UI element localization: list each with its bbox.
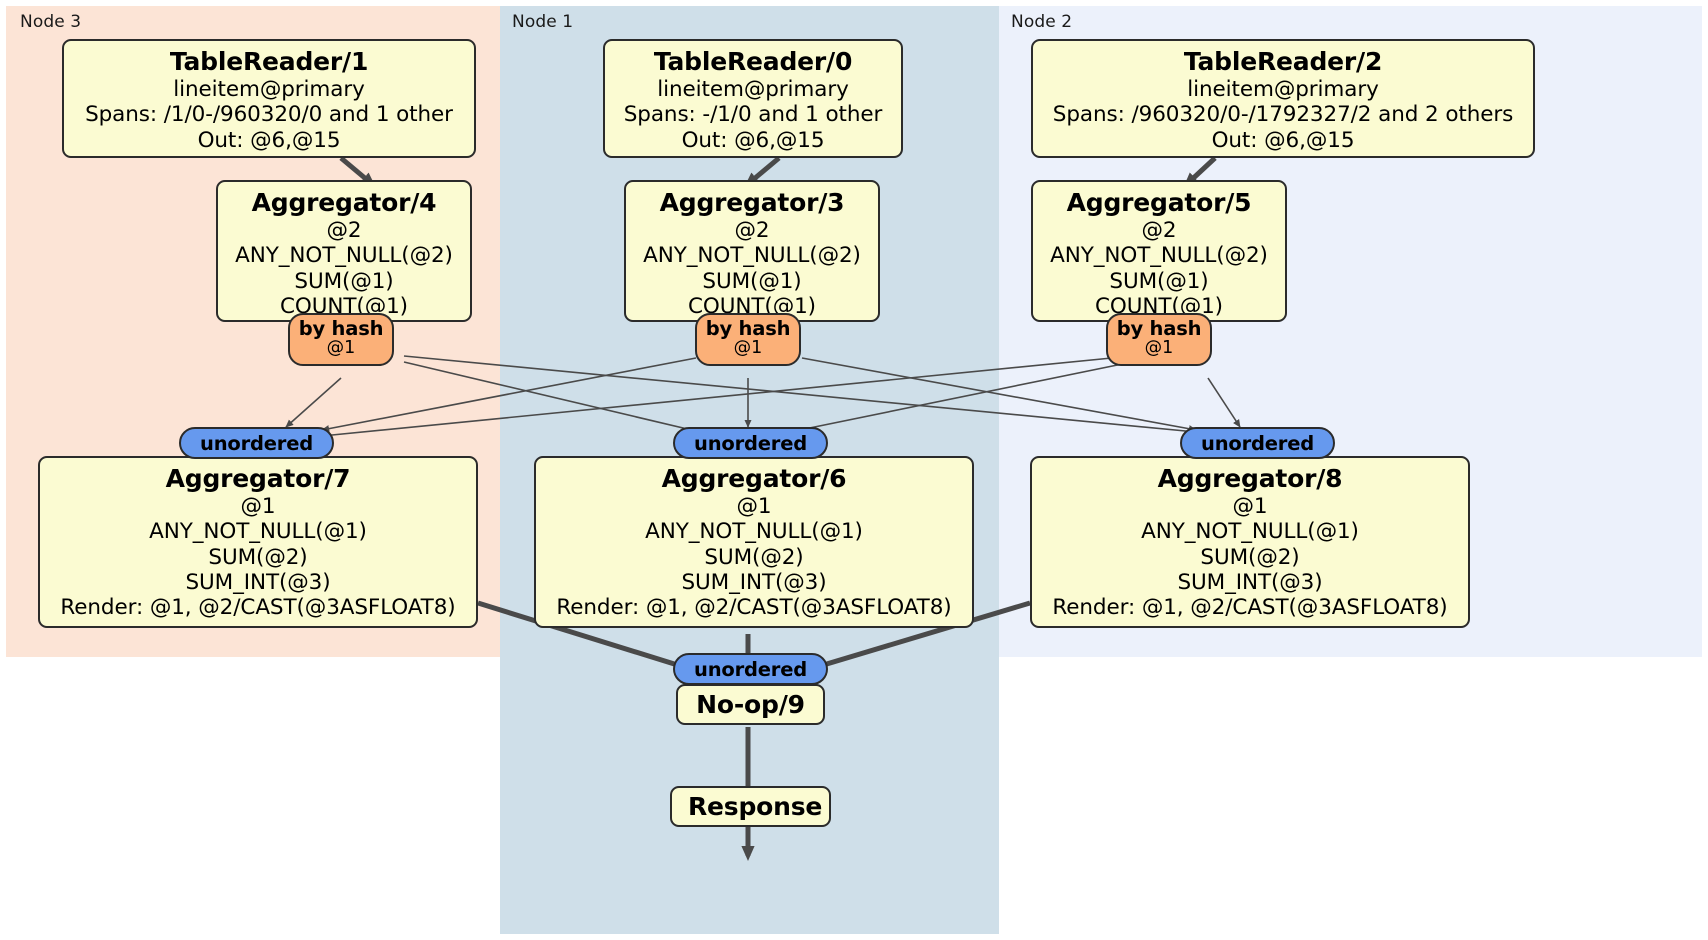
processor-render-line: Render: @1, @2/CAST(@3ASFLOAT8) xyxy=(60,594,456,620)
synchronizer-badge-unordered-final[interactable]: unordered xyxy=(673,653,828,685)
processor-noop-9[interactable]: No-op/9 xyxy=(676,684,825,725)
processor-table-reader-0[interactable]: TableReader/0 lineitem@primary Spans: -/… xyxy=(603,39,903,158)
router-badge-label: by hash xyxy=(1116,317,1202,340)
router-badge-column: @1 xyxy=(1144,338,1174,359)
processor-response[interactable]: Response xyxy=(670,786,831,827)
processor-detail-line: ANY_NOT_NULL(@2) xyxy=(643,243,861,269)
synchronizer-badge-unordered-center[interactable]: unordered xyxy=(673,427,828,459)
processor-title: Aggregator/4 xyxy=(251,188,437,217)
synchronizer-badge-unordered-left[interactable]: unordered xyxy=(179,427,334,459)
processor-detail-line: ANY_NOT_NULL(@2) xyxy=(235,243,453,269)
processor-title: Aggregator/6 xyxy=(661,464,847,493)
processor-detail-line: SUM_INT(@3) xyxy=(681,569,827,595)
processor-detail-line: Out: @6,@15 xyxy=(1211,127,1355,153)
synchronizer-badge-label: unordered xyxy=(694,658,807,681)
processor-detail-line: @1 xyxy=(240,494,276,520)
processor-detail-line: lineitem@primary xyxy=(173,77,365,103)
processor-detail-line: Spans: /960320/0-/1792327/2 and 2 others xyxy=(1052,102,1514,128)
processor-detail-line: ANY_NOT_NULL(@1) xyxy=(149,519,367,545)
synchronizer-badge-label: unordered xyxy=(1201,432,1314,455)
processor-render-line: Render: @1, @2/CAST(@3ASFLOAT8) xyxy=(1052,594,1448,620)
router-badge-by-hash-right[interactable]: by hash @1 xyxy=(1106,313,1212,366)
processor-title: Aggregator/8 xyxy=(1157,464,1343,493)
router-badge-column: @1 xyxy=(326,338,356,359)
processor-detail-line: lineitem@primary xyxy=(1187,77,1379,103)
processor-aggregator-8[interactable]: Aggregator/8 @1 ANY_NOT_NULL(@1) SUM(@2)… xyxy=(1030,456,1470,628)
node-group-label-node1: Node 1 xyxy=(512,12,574,32)
processor-detail-line: Spans: /1/0-/960320/0 and 1 other xyxy=(85,102,453,128)
router-badge-column: @1 xyxy=(733,338,763,359)
processor-detail-line: @2 xyxy=(1141,218,1177,244)
processor-title: Aggregator/3 xyxy=(659,188,845,217)
processor-aggregator-7[interactable]: Aggregator/7 @1 ANY_NOT_NULL(@1) SUM(@2)… xyxy=(38,456,478,628)
processor-title: No-op/9 xyxy=(696,690,805,719)
processor-detail-line: Out: @6,@15 xyxy=(197,127,341,153)
synchronizer-badge-label: unordered xyxy=(694,432,807,455)
processor-detail-line: ANY_NOT_NULL(@1) xyxy=(645,519,863,545)
processor-detail-line: @1 xyxy=(736,494,772,520)
processor-title: TableReader/2 xyxy=(1183,47,1383,76)
processor-detail-line: @2 xyxy=(326,218,362,244)
processor-detail-line: SUM(@1) xyxy=(702,268,802,294)
router-badge-by-hash-left[interactable]: by hash @1 xyxy=(288,313,394,366)
processor-detail-line: SUM(@2) xyxy=(704,544,804,570)
processor-table-reader-1[interactable]: TableReader/1 lineitem@primary Spans: /1… xyxy=(62,39,476,158)
synchronizer-badge-label: unordered xyxy=(200,432,313,455)
processor-detail-line: Spans: -/1/0 and 1 other xyxy=(623,102,883,128)
processor-detail-line: SUM(@2) xyxy=(208,544,308,570)
processor-title: Aggregator/7 xyxy=(165,464,351,493)
processor-detail-line: SUM(@1) xyxy=(294,268,394,294)
processor-detail-line: lineitem@primary xyxy=(657,77,849,103)
processor-title: Response xyxy=(688,792,823,821)
processor-detail-line: ANY_NOT_NULL(@2) xyxy=(1050,243,1268,269)
router-badge-label: by hash xyxy=(298,317,384,340)
processor-title: TableReader/0 xyxy=(653,47,853,76)
processor-table-reader-2[interactable]: TableReader/2 lineitem@primary Spans: /9… xyxy=(1031,39,1535,158)
processor-aggregator-5[interactable]: Aggregator/5 @2 ANY_NOT_NULL(@2) SUM(@1)… xyxy=(1031,180,1287,322)
processor-aggregator-6[interactable]: Aggregator/6 @1 ANY_NOT_NULL(@1) SUM(@2)… xyxy=(534,456,974,628)
processor-detail-line: @1 xyxy=(1232,494,1268,520)
processor-detail-line: SUM(@2) xyxy=(1200,544,1300,570)
processor-detail-line: Out: @6,@15 xyxy=(681,127,825,153)
processor-title: TableReader/1 xyxy=(169,47,369,76)
router-badge-label: by hash xyxy=(705,317,791,340)
processor-aggregator-3[interactable]: Aggregator/3 @2 ANY_NOT_NULL(@2) SUM(@1)… xyxy=(624,180,880,322)
processor-detail-line: ANY_NOT_NULL(@1) xyxy=(1141,519,1359,545)
processor-render-line: Render: @1, @2/CAST(@3ASFLOAT8) xyxy=(556,594,952,620)
processor-aggregator-4[interactable]: Aggregator/4 @2 ANY_NOT_NULL(@2) SUM(@1)… xyxy=(216,180,472,322)
processor-detail-line: @2 xyxy=(734,218,770,244)
processor-detail-line: SUM_INT(@3) xyxy=(1177,569,1323,595)
processor-detail-line: SUM(@1) xyxy=(1109,268,1209,294)
router-badge-by-hash-center[interactable]: by hash @1 xyxy=(695,313,801,366)
node-group-label-node2: Node 2 xyxy=(1011,12,1073,32)
processor-detail-line: SUM_INT(@3) xyxy=(185,569,331,595)
processor-title: Aggregator/5 xyxy=(1066,188,1252,217)
node-group-label-node3: Node 3 xyxy=(20,12,82,32)
synchronizer-badge-unordered-right[interactable]: unordered xyxy=(1180,427,1335,459)
